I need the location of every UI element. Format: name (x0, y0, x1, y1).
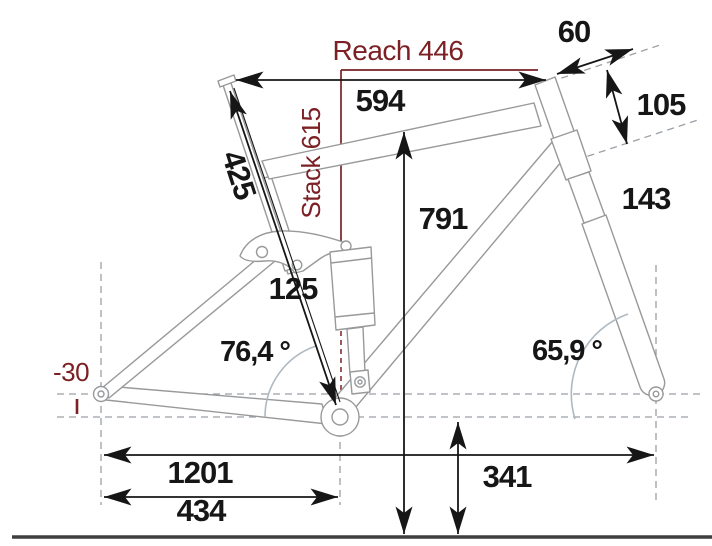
bb-height-label: 341 (483, 459, 532, 494)
shock-body-seam-bottom (334, 312, 375, 318)
shock-lower-eyelet-center (357, 379, 363, 385)
chainstay-label: 434 (177, 493, 227, 528)
shock-body (329, 246, 376, 331)
head-angle-label: 65,9 ° (532, 335, 602, 367)
head-tube-length-arrow (605, 69, 629, 145)
labels: Reach 446 Stack 615 -30 594 425 791 125 … (53, 14, 687, 528)
fork-crown (550, 129, 592, 181)
head-tube-bottom-guide (575, 118, 702, 161)
head-angle-arc (570, 313, 629, 420)
bb-drop-label: -30 (53, 357, 89, 387)
front-axle-center (652, 390, 660, 398)
bottom-bracket-center (331, 408, 349, 426)
shock-shaft (346, 326, 366, 376)
standover-label: 791 (419, 201, 468, 236)
seat-angle-label: 76,4 ° (220, 336, 290, 368)
wheelbase-label: 1201 (168, 455, 234, 490)
head-tube-length-label: 105 (637, 87, 686, 122)
shock-body-seam-top (330, 257, 373, 264)
fork-label: 143 (622, 181, 671, 216)
stem-arrow (556, 48, 634, 75)
stem-label: 60 (558, 14, 590, 49)
stack-label: Stack 615 (296, 107, 326, 218)
top-tube-label: 594 (356, 83, 406, 118)
seat-tube-arrow (229, 90, 337, 406)
reach-label: Reach 446 (333, 35, 464, 66)
seat-angle-line (233, 87, 341, 403)
stem-axis-guide (549, 44, 661, 83)
rear-travel-label: 125 (269, 271, 318, 306)
rear-shock (329, 240, 376, 395)
rear-axle-center (97, 390, 105, 398)
rocker-pivot-front (255, 245, 269, 259)
dimension-arrows (104, 48, 654, 534)
